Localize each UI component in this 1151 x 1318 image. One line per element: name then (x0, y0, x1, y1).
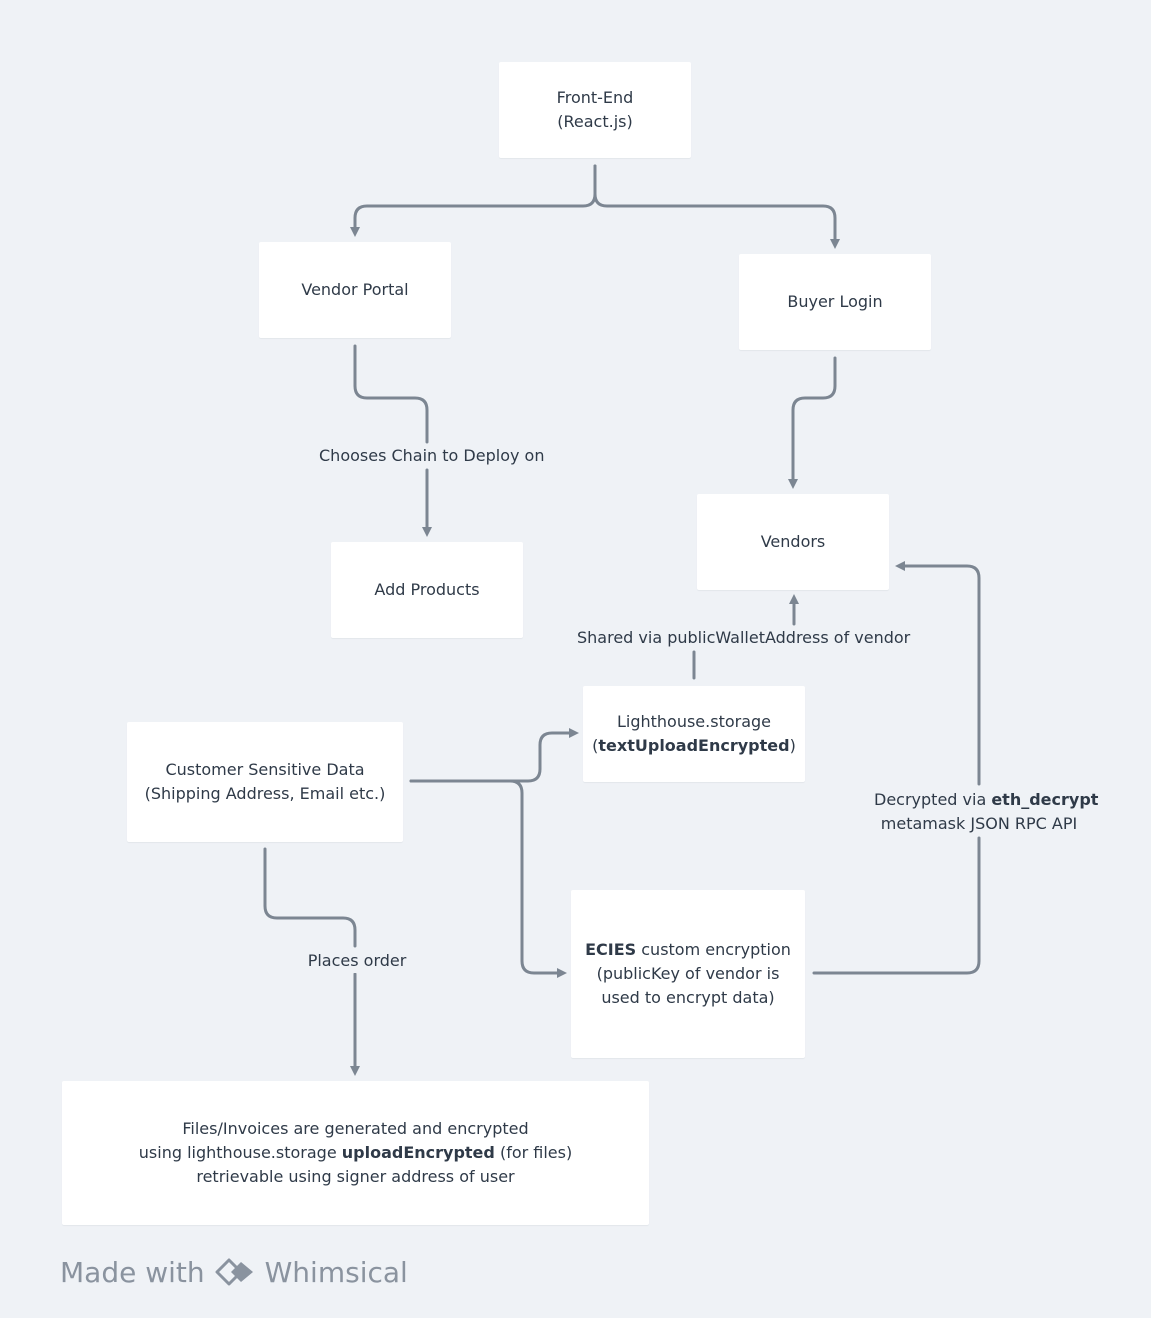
node-add-products[interactable]: Add Products (331, 542, 523, 638)
node-files-line2-post: (for files) (494, 1143, 573, 1162)
node-frontend[interactable]: Front-End (React.js) (499, 62, 691, 158)
edge-label-decrypted-bold: eth_decrypt (991, 790, 1099, 809)
edge-frontend-vendor-portal (350, 164, 597, 237)
node-customer-data-line2: (Shipping Address, Email etc.) (144, 784, 386, 803)
node-lighthouse-line2-pre: ( (592, 736, 599, 755)
whimsical-logo-icon (213, 1256, 257, 1288)
node-frontend-line1: Front-End (556, 88, 634, 107)
node-ecies-line1-rest: custom encryption (636, 940, 791, 959)
node-vendors-label: Vendors (760, 532, 826, 551)
node-vendor-portal[interactable]: Vendor Portal (259, 242, 451, 338)
node-ecies-line1: ECIES custom encryption (585, 938, 791, 962)
node-add-products-label: Add Products (374, 580, 480, 599)
footer-made-with: Made with (60, 1255, 205, 1289)
footer-brand: Whimsical (264, 1255, 408, 1289)
edge-frontend-buyer-login (593, 164, 840, 249)
node-ecies-line2: (publicKey of vendor is (596, 964, 780, 983)
node-lighthouse-line2: (textUploadEncrypted) (592, 734, 796, 758)
node-files-line2-bold: uploadEncrypted (341, 1143, 495, 1162)
node-customer-data-line1: Customer Sensitive Data (165, 760, 365, 779)
edge-customer-files-upper (263, 847, 357, 948)
node-buyer-login-label: Buyer Login (787, 292, 883, 311)
node-ecies-line1-bold: ECIES (585, 940, 637, 959)
edge-label-shared-via: Shared via publicWalletAddress of vendor (575, 626, 910, 650)
node-frontend-line2: (React.js) (557, 112, 633, 131)
node-ecies-line3: used to encrypt data) (601, 988, 775, 1007)
node-files-line1: Files/Invoices are generated and encrypt… (182, 1119, 529, 1138)
node-files[interactable]: Files/Invoices are generated and encrypt… (62, 1081, 649, 1225)
node-lighthouse[interactable]: Lighthouse.storage (textUploadEncrypted) (583, 686, 805, 782)
edge-label-chooses-chain: Chooses Chain to Deploy on (317, 444, 544, 468)
edge-customer-ecies (409, 779, 567, 978)
edge-label-decrypted-line2: metamask JSON RPC API (880, 814, 1078, 833)
node-files-line3: retrievable using signer address of user (196, 1167, 515, 1186)
edge-label-decrypted: Decrypted via eth_decrypt metamask JSON … (872, 788, 1098, 836)
edge-label-places-order: Places order (300, 949, 414, 973)
node-ecies[interactable]: ECIES custom encryption (publicKey of ve… (571, 890, 805, 1058)
node-files-line2: using lighthouse.storage uploadEncrypted… (139, 1141, 572, 1165)
edge-buyer-login-vendors (788, 356, 837, 489)
edge-label-decrypted-line1: Decrypted via eth_decrypt (874, 788, 1098, 812)
node-lighthouse-line2-post: ) (789, 736, 796, 755)
edge-ecies-vendors-upper (895, 561, 981, 786)
node-vendor-portal-label: Vendor Portal (301, 280, 409, 299)
edge-vendor-portal-add-products-upper (353, 344, 429, 444)
footer-made-with-whimsical[interactable]: Made with Whimsical (60, 1252, 408, 1292)
node-vendors[interactable]: Vendors (697, 494, 889, 590)
node-customer-data[interactable]: Customer Sensitive Data (Shipping Addres… (127, 722, 403, 842)
edge-label-decrypted-pre: Decrypted via (874, 790, 992, 809)
node-lighthouse-line2-bold: textUploadEncrypted (598, 736, 790, 755)
edge-ecies-vendors-lower (812, 836, 981, 975)
node-buyer-login[interactable]: Buyer Login (739, 254, 931, 350)
node-files-line2-pre: using lighthouse.storage (138, 1143, 342, 1162)
edge-customer-lighthouse (409, 728, 579, 783)
node-lighthouse-line1: Lighthouse.storage (616, 712, 772, 731)
